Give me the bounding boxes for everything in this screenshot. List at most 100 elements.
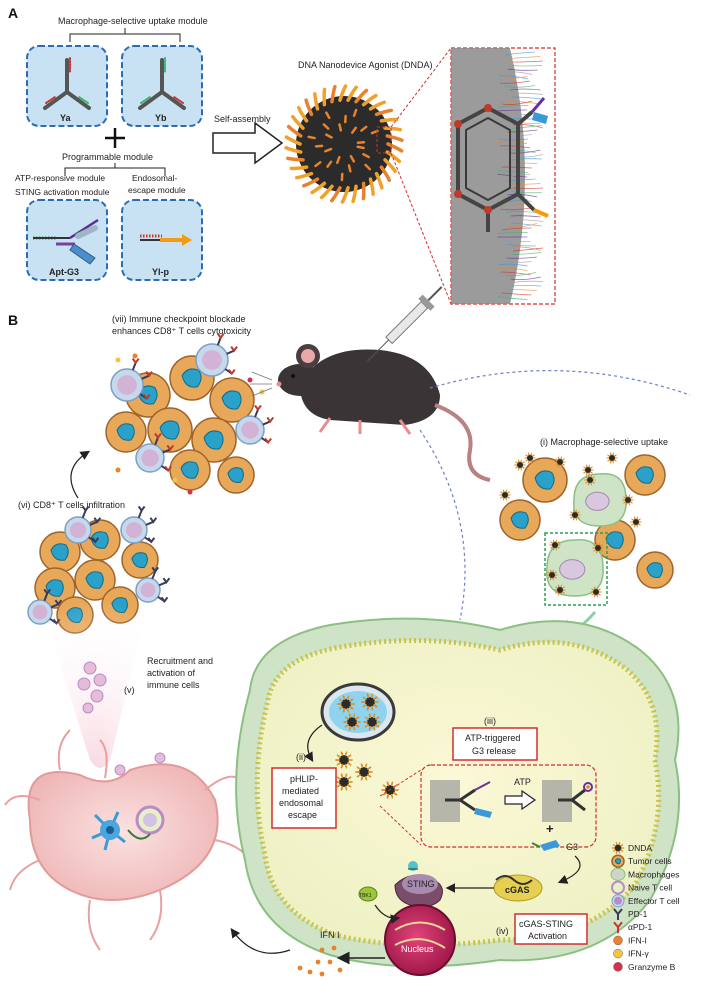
step-vii-label-2: enhances CD8⁺ T cells cytotoxicity bbox=[112, 326, 251, 336]
legend-label: Naive T cell bbox=[628, 883, 672, 893]
self-assembly-label: Self-assembly bbox=[214, 114, 271, 124]
tumor-cell bbox=[625, 455, 665, 495]
cytokine-dot bbox=[116, 358, 121, 363]
legend-item: Effector T cell bbox=[612, 895, 680, 907]
step-ii-text-3: mediated bbox=[282, 786, 319, 796]
dnda-particle bbox=[515, 460, 525, 470]
yl-p-label: Yl-p bbox=[152, 267, 170, 277]
legend-item: IFN-I bbox=[614, 935, 647, 945]
programmable-module-label: Programmable module bbox=[62, 152, 153, 162]
legend-item: IFN-γ bbox=[614, 949, 650, 959]
step-ii-text-2: pHLIP- bbox=[290, 774, 318, 784]
plus-release: + bbox=[546, 821, 554, 836]
nucleus: Nucleus bbox=[385, 905, 455, 975]
lymph-node bbox=[5, 730, 250, 950]
self-assembly-arrow bbox=[213, 123, 282, 163]
step-vi-label: (vi) CD8⁺ T cells infiltration bbox=[18, 500, 125, 510]
arrow-vi-to-vii bbox=[71, 452, 88, 498]
endosomal-module-label-1: Endosomal- bbox=[132, 173, 178, 183]
plus-symbol bbox=[105, 128, 125, 148]
tumor-cell-icon bbox=[612, 855, 624, 867]
step-ii-text-5: escape bbox=[288, 810, 317, 820]
step-ii-text-4: endosomal bbox=[279, 798, 323, 808]
cytokine-dot bbox=[188, 490, 193, 495]
cgas-protein: cGAS bbox=[494, 875, 542, 901]
nucleus-label: Nucleus bbox=[401, 944, 434, 954]
uptake-bracket bbox=[70, 28, 180, 42]
module-box-yb: Yb bbox=[122, 46, 202, 126]
step-iv-label: (iv) bbox=[496, 926, 509, 936]
cytokine-dot bbox=[133, 354, 138, 359]
module-box-ya: Ya bbox=[27, 46, 107, 126]
ifn-i-icon bbox=[614, 936, 623, 945]
legend-label: IFN-I bbox=[628, 935, 647, 945]
legend-item: Tumor cells bbox=[612, 855, 672, 867]
g3-label: G3 bbox=[566, 842, 578, 852]
legend-label: Effector T cell bbox=[628, 896, 680, 906]
dnda-particle bbox=[500, 490, 510, 500]
circulation-arc-1 bbox=[430, 371, 690, 395]
sting-label: STING bbox=[407, 879, 435, 889]
legend-item: Macrophages bbox=[611, 868, 680, 880]
arrow-ifn-to-lymph bbox=[232, 930, 290, 953]
cytokine-dot bbox=[248, 378, 253, 383]
endosome bbox=[322, 684, 394, 740]
atp-module-label: ATP-responsive module bbox=[15, 173, 105, 183]
step-ii-label: (ii) bbox=[296, 752, 306, 762]
dnda-particle bbox=[607, 453, 617, 463]
dnda-zoom-inset bbox=[451, 48, 555, 304]
step-i-label: (i) Macrophage-selective uptake bbox=[540, 437, 668, 447]
effector-t-cell-icon bbox=[612, 895, 624, 907]
step-v-text-1: Recruitment and bbox=[147, 656, 213, 666]
macrophage-uptake-cluster bbox=[500, 453, 673, 597]
dnda-particle bbox=[631, 517, 641, 527]
atp-label: ATP bbox=[514, 777, 531, 787]
legend-label: αPD-1 bbox=[628, 922, 653, 932]
cytokine-dot bbox=[116, 468, 121, 473]
legend-item: Naive T cell bbox=[612, 882, 672, 894]
legend-label: Macrophages bbox=[628, 869, 680, 879]
step-v-text-2: activation of bbox=[147, 668, 196, 678]
naive-t-cell-icon bbox=[612, 882, 624, 894]
macrophage-icon bbox=[611, 868, 625, 880]
tumor-cell bbox=[106, 412, 146, 452]
macrophage bbox=[574, 474, 626, 526]
panel-a-letter: A bbox=[8, 5, 18, 21]
tbk1-kinase: TBK1 bbox=[359, 887, 377, 901]
step-iii-text-2: ATP-triggered bbox=[465, 733, 520, 743]
syringe-icon bbox=[362, 281, 448, 367]
effector-t-cell bbox=[121, 506, 156, 543]
apt-g3-label: Apt-G3 bbox=[49, 267, 79, 277]
legend-item: Granzyme B bbox=[614, 962, 676, 972]
legend-label: PD-1 bbox=[628, 909, 648, 919]
tumor-cluster-vii bbox=[106, 334, 273, 495]
dnda-particle bbox=[583, 465, 593, 475]
tumor-cell bbox=[170, 450, 210, 490]
ifn-i-label: IFN I bbox=[320, 930, 340, 940]
legend-label: Tumor cells bbox=[628, 856, 672, 866]
dnda-nanoparticle-icon bbox=[286, 86, 402, 202]
tumor-cell bbox=[500, 500, 540, 540]
cytokine-dot bbox=[173, 478, 178, 483]
tumor-cell bbox=[210, 378, 254, 422]
step-vii-label-1: (vii) Immune checkpoint blockade bbox=[112, 314, 246, 324]
panel-b-letter: B bbox=[8, 312, 18, 328]
dnda-title: DNA Nanodevice Agonist (DNDA) bbox=[298, 60, 433, 70]
tumor-cell bbox=[218, 457, 254, 493]
step-v-text-3: immune cells bbox=[147, 680, 200, 690]
ya-label: Ya bbox=[60, 113, 72, 123]
step-iii-label: (iii) bbox=[484, 716, 496, 726]
granzyme-b-icon bbox=[614, 962, 623, 971]
cgas-label: cGAS bbox=[505, 885, 530, 895]
step-iii-text-3: G3 release bbox=[472, 746, 516, 756]
step-v-label: (v) bbox=[124, 685, 135, 695]
effector-t-cell bbox=[196, 334, 237, 376]
step-iv-text-1: cGAS-STING bbox=[519, 919, 573, 929]
ifn-gamma-icon bbox=[614, 949, 623, 958]
uptake-module-label: Macrophage-selective uptake module bbox=[58, 16, 208, 26]
tbk1-label: TBK1 bbox=[359, 893, 372, 899]
tumor-cell bbox=[637, 552, 673, 588]
module-box-apt-g3: Apt-G3 bbox=[27, 200, 107, 280]
mouse-illustration bbox=[250, 344, 490, 480]
